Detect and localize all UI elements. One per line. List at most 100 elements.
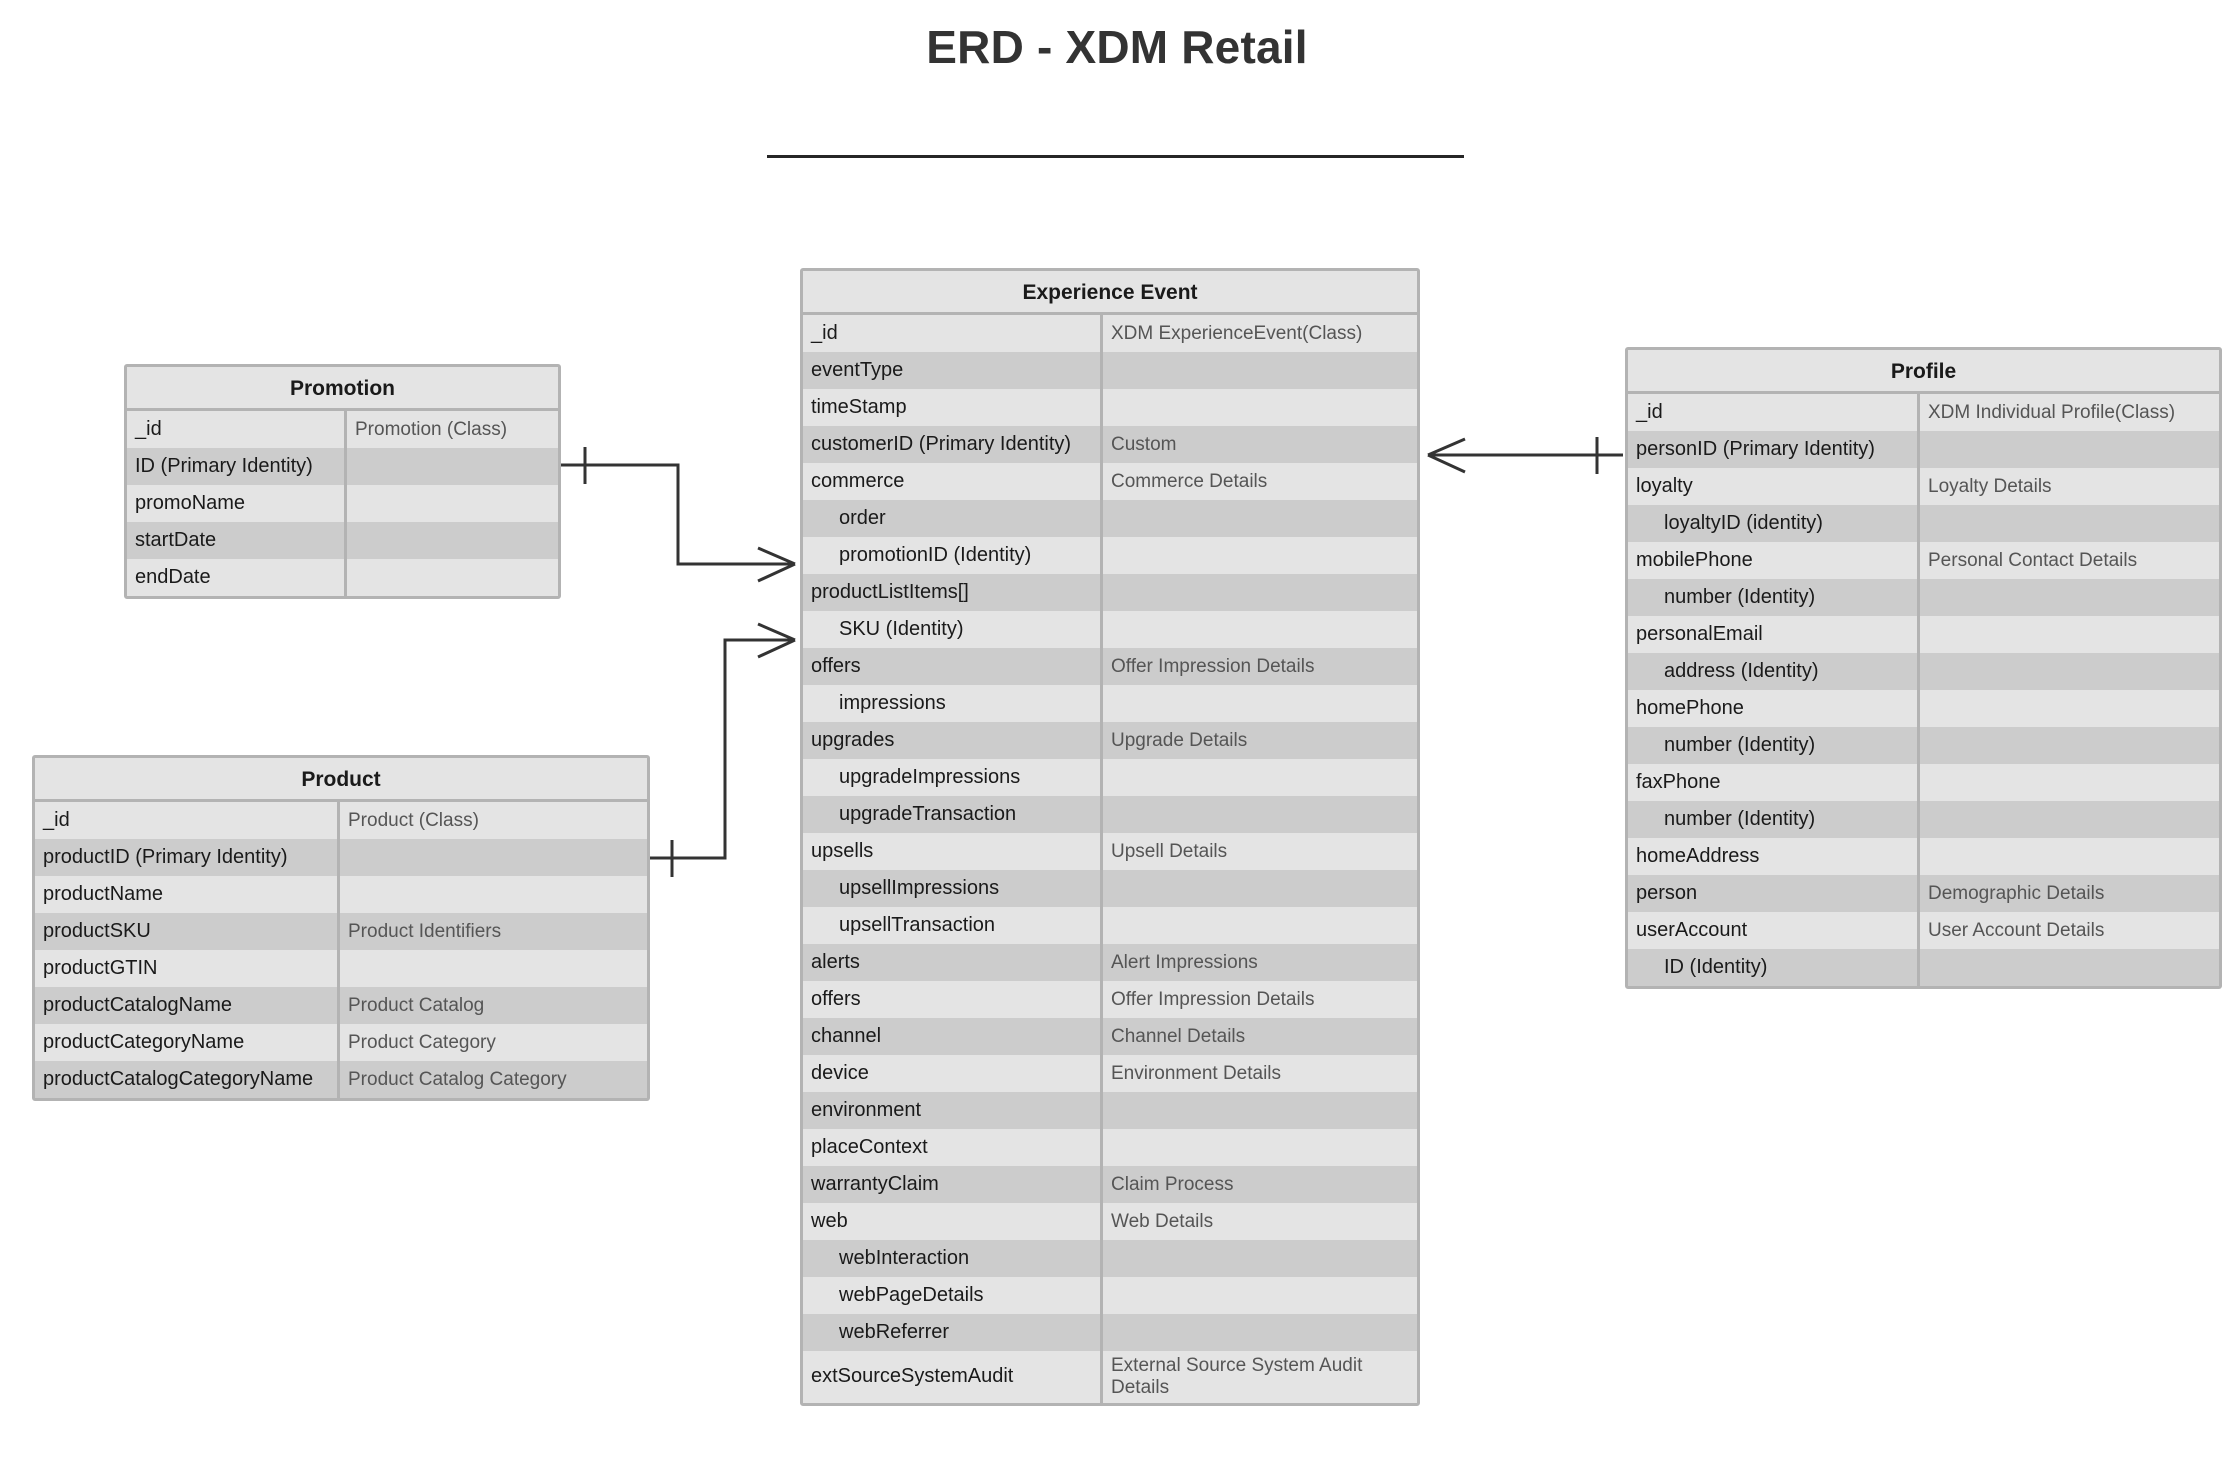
attribute-name-identity: personID (Primary Identity) [1628, 431, 1920, 468]
attribute-type [1103, 1092, 1417, 1129]
attribute-row: SKU (Identity) [803, 611, 1417, 648]
attribute-type [340, 950, 647, 987]
attribute-type [1103, 537, 1417, 574]
attribute-row: personID (Primary Identity) [1628, 431, 2219, 468]
attribute-name: alerts [803, 944, 1103, 981]
attribute-row: upgradeImpressions [803, 759, 1417, 796]
attribute-name: webReferrer [803, 1314, 1103, 1351]
attribute-name: offers [803, 981, 1103, 1018]
attribute-name: upgradeTransaction [803, 796, 1103, 833]
attribute-type: Product Catalog Category [348, 1068, 567, 1090]
attribute-name-identity: ID (Primary Identity) [127, 448, 347, 485]
entity-profile-title: Profile [1628, 350, 2219, 394]
attribute-name: web [803, 1203, 1103, 1240]
attribute-name: productCategoryName [35, 1024, 340, 1061]
attribute-type [1920, 431, 2219, 468]
attribute-name: _id [1628, 394, 1920, 431]
attribute-row: faxPhone [1628, 764, 2219, 801]
entity-profile[interactable]: Profile _id XDM Individual Profile(Class)… [1625, 347, 2222, 989]
attribute-row: environment [803, 1092, 1417, 1129]
attribute-type: Demographic Details [1928, 882, 2105, 904]
attribute-type [1920, 579, 2219, 616]
attribute-name: mobilePhone [1628, 542, 1920, 579]
attribute-row: number (Identity) [1628, 727, 2219, 764]
attribute-type [1920, 764, 2219, 801]
attribute-type [1103, 1314, 1417, 1351]
attribute-name: faxPhone [1628, 764, 1920, 801]
attribute-type: Custom [1111, 433, 1177, 455]
attribute-row: ID (Identity) [1628, 949, 2219, 986]
attribute-row: endDate [127, 559, 558, 596]
attribute-name-identity: number (Identity) [1628, 801, 1920, 838]
attribute-row: webPageDetails [803, 1277, 1417, 1314]
attribute-type [1103, 870, 1417, 907]
attribute-row: channel Channel Details [803, 1018, 1417, 1055]
attribute-type [347, 559, 558, 596]
attribute-row: personalEmail [1628, 616, 2219, 653]
attribute-name: extSourceSystemAudit [803, 1351, 1103, 1403]
title-divider [767, 155, 1464, 158]
attribute-type [1103, 611, 1417, 648]
attribute-type: XDM Individual Profile(Class) [1928, 401, 2176, 423]
attribute-type: Upgrade Details [1111, 729, 1248, 751]
attribute-name-identity: SKU (Identity) [803, 611, 1103, 648]
attribute-type [1920, 949, 2219, 986]
attribute-row: upsellTransaction [803, 907, 1417, 944]
attribute-row: _id XDM Individual Profile(Class) [1628, 394, 2219, 431]
attribute-type [1103, 389, 1417, 426]
attribute-type [1920, 690, 2219, 727]
attribute-name: productCatalogName [35, 987, 340, 1024]
attribute-type [347, 522, 558, 559]
attribute-name: person [1628, 875, 1920, 912]
attribute-type: Alert Impressions [1111, 951, 1258, 973]
attribute-type [1920, 505, 2219, 542]
page-title: ERD - XDM Retail [926, 21, 1308, 73]
attribute-name: placeContext [803, 1129, 1103, 1166]
attribute-row: customerID (Primary Identity)Custom [803, 426, 1417, 463]
attribute-type [1920, 616, 2219, 653]
attribute-name: productName [35, 876, 340, 913]
attribute-row: ID (Primary Identity) [127, 448, 558, 485]
attribute-name: environment [803, 1092, 1103, 1129]
attribute-type [1103, 796, 1417, 833]
attribute-row: homeAddress [1628, 838, 2219, 875]
attribute-row: startDate [127, 522, 558, 559]
attribute-type: Product Category [348, 1031, 496, 1053]
attribute-row: productGTIN [35, 950, 647, 987]
attribute-name: impressions [803, 685, 1103, 722]
attribute-type [1103, 574, 1417, 611]
attribute-type [1103, 500, 1417, 537]
attribute-name-identity: number (Identity) [1628, 727, 1920, 764]
entity-product-title: Product [35, 758, 647, 802]
attribute-row: productCategoryName Product Category [35, 1024, 647, 1061]
attribute-type: Personal Contact Details [1928, 549, 2138, 571]
attribute-type [1103, 685, 1417, 722]
attribute-type: Channel Details [1111, 1025, 1246, 1047]
attribute-row: homePhone [1628, 690, 2219, 727]
attribute-row: mobilePhone Personal Contact Details [1628, 542, 2219, 579]
attribute-row: loyaltyID (identity) [1628, 505, 2219, 542]
attribute-name: channel [803, 1018, 1103, 1055]
attribute-row: eventType [803, 352, 1417, 389]
attribute-name: promoName [127, 485, 347, 522]
attribute-name: device [803, 1055, 1103, 1092]
attribute-name: loyalty [1628, 468, 1920, 505]
attribute-row: impressions [803, 685, 1417, 722]
attribute-type: Environment Details [1111, 1062, 1282, 1084]
attribute-type [1103, 1240, 1417, 1277]
attribute-name: productGTIN [35, 950, 340, 987]
